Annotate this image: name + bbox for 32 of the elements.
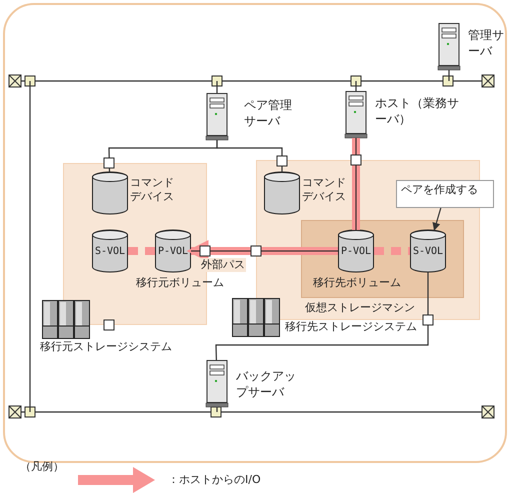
volume-caption: 移行先ボリューム xyxy=(313,276,399,290)
server-label: バックアップサーバ xyxy=(236,368,297,400)
area-label: 仮想ストレージマシン xyxy=(305,301,415,315)
volume-caption: 移行元ボリューム xyxy=(135,276,225,290)
volume-label: S-VOL xyxy=(412,245,444,259)
network-bus-line xyxy=(8,406,494,418)
connector-line xyxy=(216,140,283,172)
node-label: コマンドデバイス xyxy=(302,176,347,204)
legend-text: ：ホストからのI/O xyxy=(168,473,261,487)
edge-label: 外部パス xyxy=(200,258,246,272)
node-label: コマンドデバイス xyxy=(130,176,175,204)
volume-label: P-VOL xyxy=(340,245,372,259)
server-label: ホスト（業務サーバ） xyxy=(375,95,460,127)
area-label: 移行元ストレージシステム xyxy=(40,340,172,354)
io-path xyxy=(352,138,360,230)
connector-line xyxy=(355,81,357,91)
volume-label: S-VOL xyxy=(94,245,126,259)
connector-line xyxy=(448,70,450,81)
pair-line xyxy=(374,247,410,255)
connector-line xyxy=(216,81,218,93)
legend-heading: （凡例） xyxy=(20,460,64,474)
connector-line xyxy=(29,81,31,412)
connector-line xyxy=(215,272,429,360)
area-label: 移行先ストレージシステム xyxy=(285,320,417,334)
callout-box: ペアを作成する xyxy=(396,180,494,208)
volume-label: P-VOL xyxy=(156,245,190,259)
leader-arrow xyxy=(432,208,442,231)
pair-line xyxy=(128,247,155,255)
connector-line xyxy=(216,407,218,412)
server-label: 管理サーバ xyxy=(468,27,505,59)
server-label: ペア管理サーバ xyxy=(244,97,293,129)
network-bus-line xyxy=(8,74,494,88)
